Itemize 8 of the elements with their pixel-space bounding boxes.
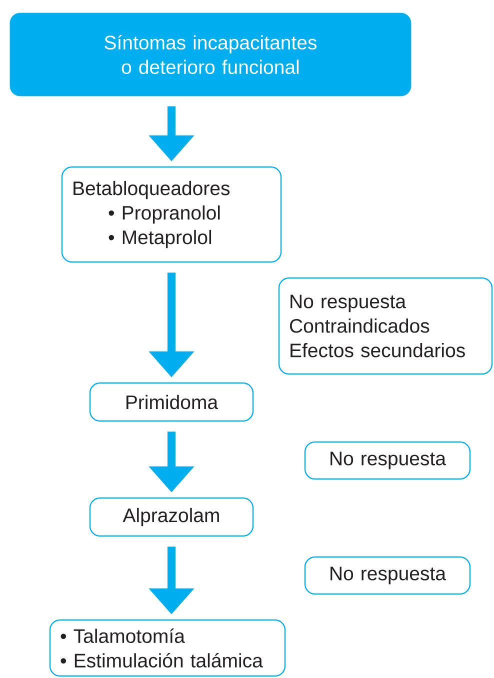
start-box: Síntomas incapacitantes o deterioro funcional bbox=[10, 12, 412, 96]
process-box: No respuesta bbox=[304, 556, 471, 595]
process-box: • Talamotomía • Estimulación talámica bbox=[49, 619, 286, 677]
process-box: Alprazolam bbox=[89, 497, 254, 537]
process-box: No respuesta bbox=[304, 441, 471, 480]
note-box: No respuesta Contraindicados Efectos secundarios bbox=[278, 277, 493, 375]
process-box: Betabloqueadores • Propranolol • Metaprolol bbox=[61, 166, 282, 263]
process-box: Primidoma bbox=[89, 382, 254, 422]
